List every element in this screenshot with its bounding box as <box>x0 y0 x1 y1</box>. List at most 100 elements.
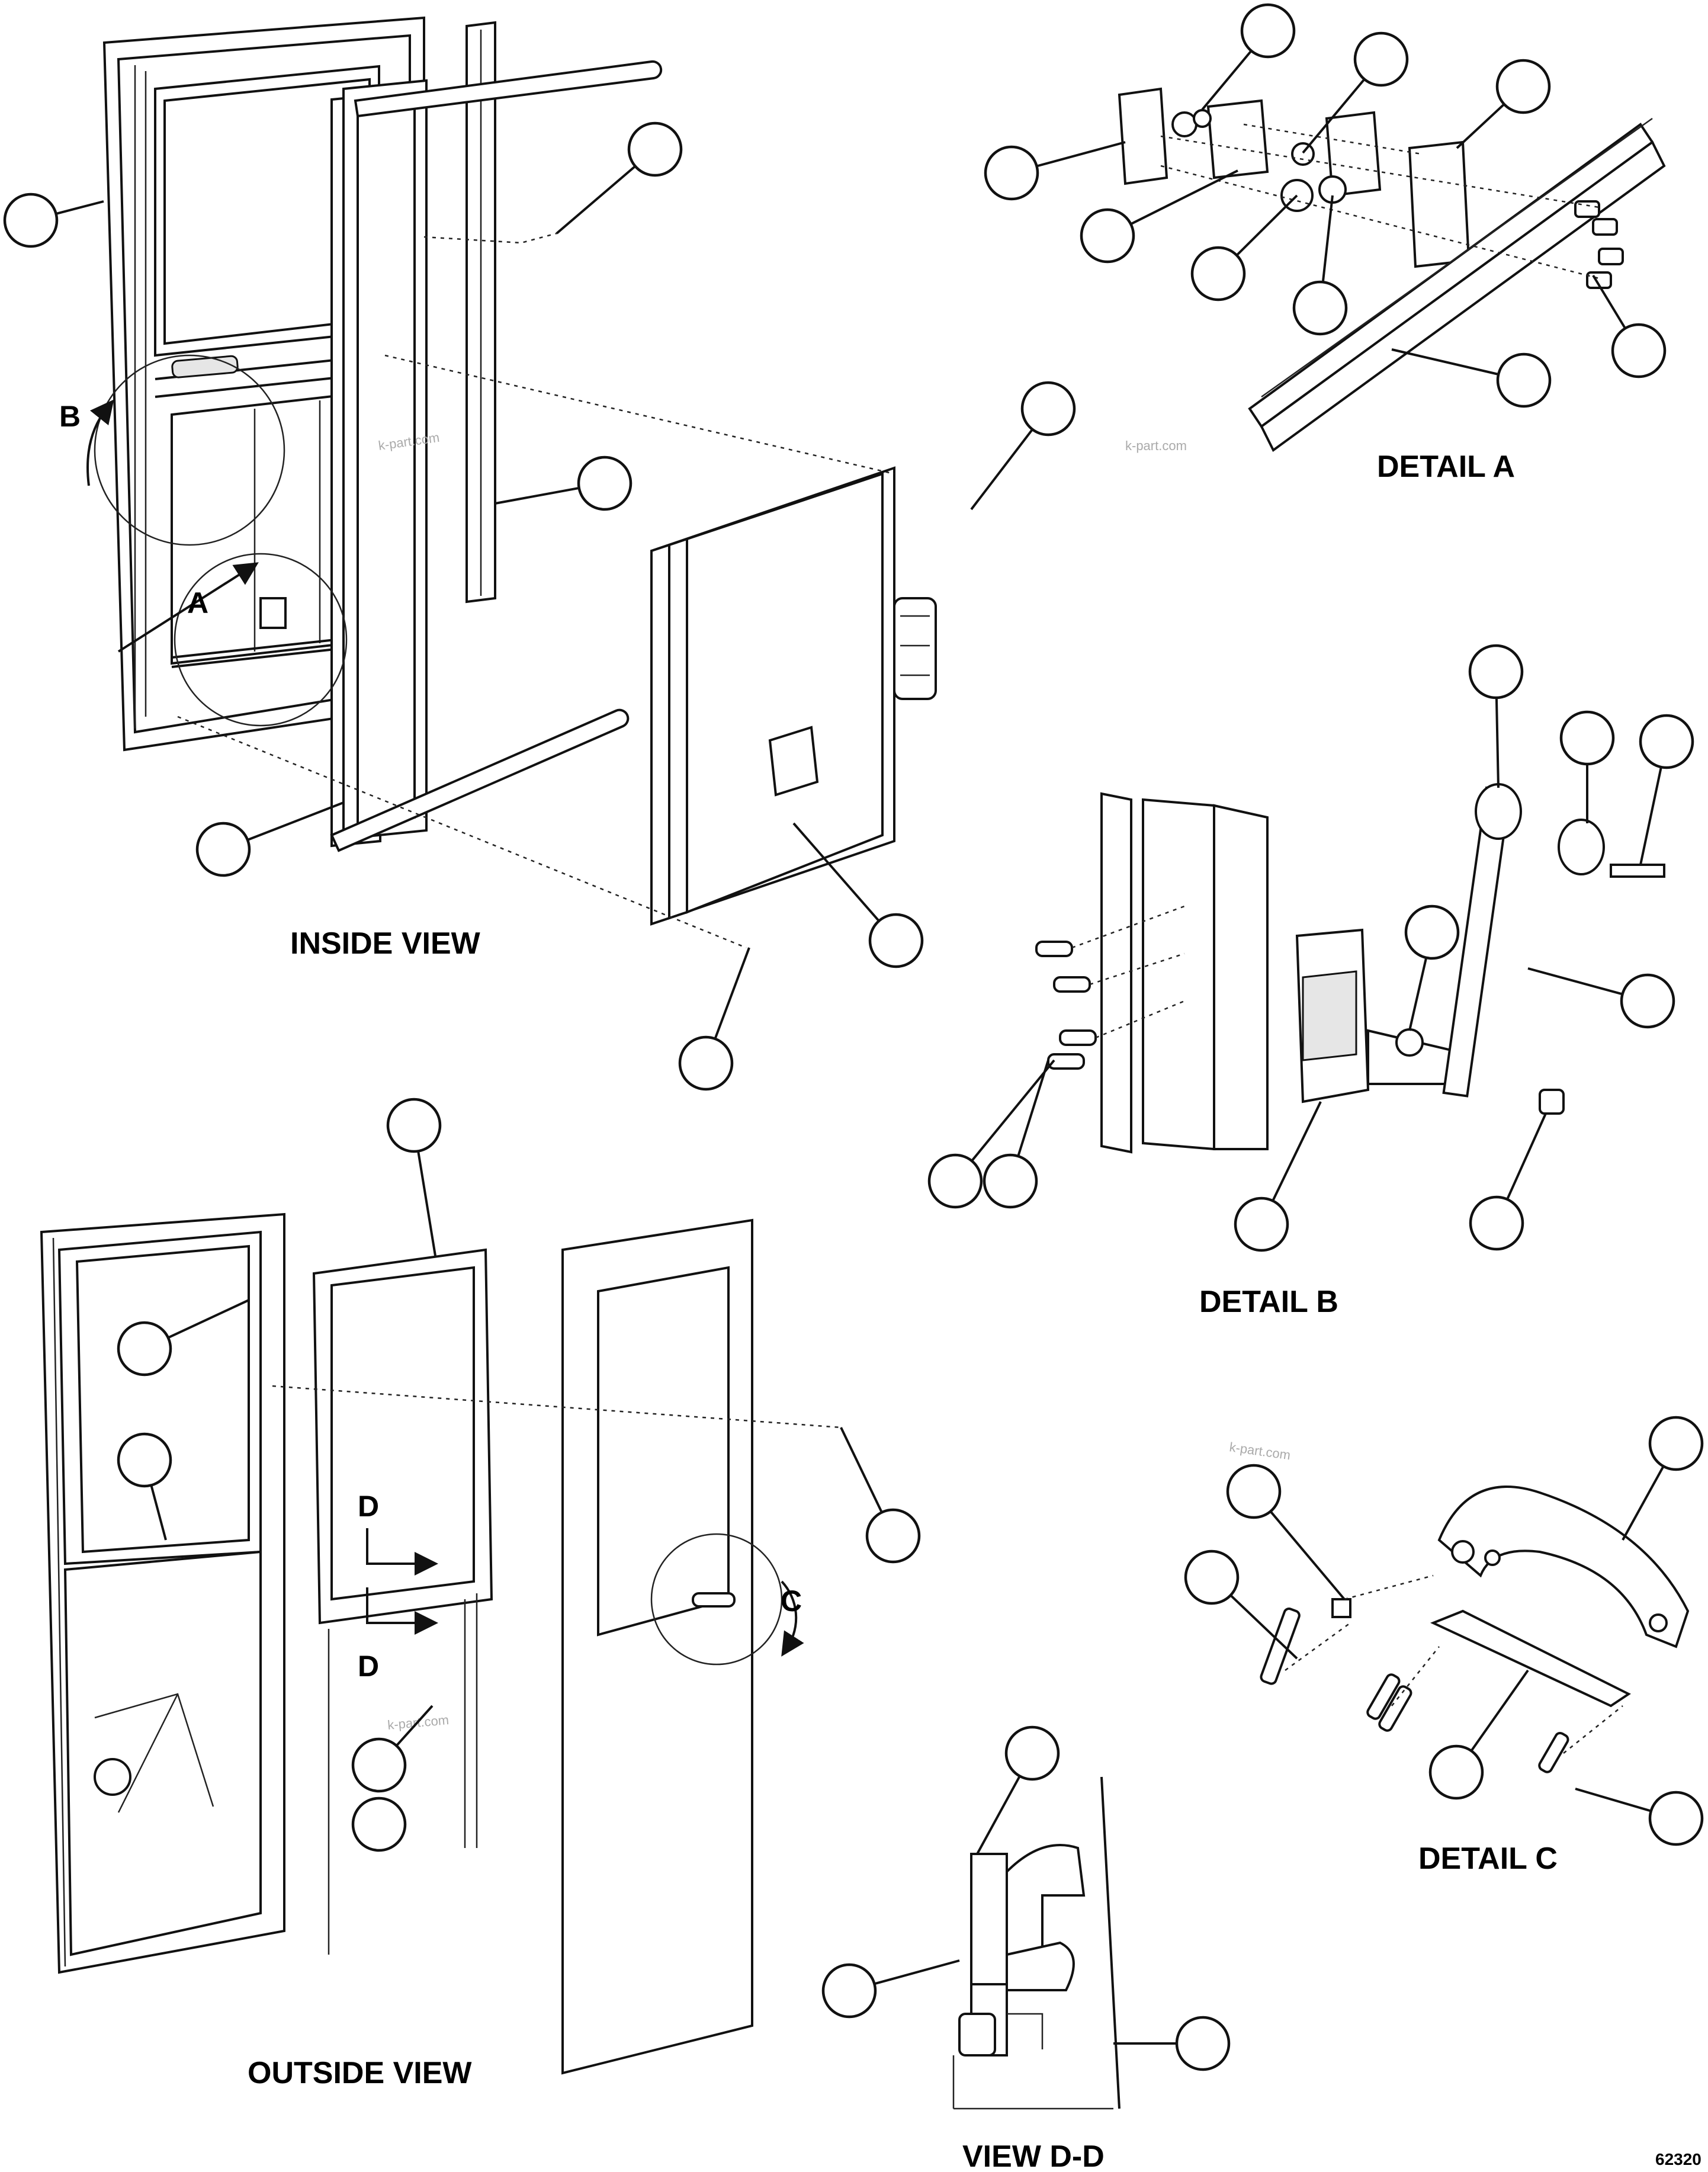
callout-leader-line <box>1592 274 1626 329</box>
callout-bubble <box>1226 1464 1282 1519</box>
detail-b-locator <box>94 354 285 546</box>
callout-bubble <box>1468 644 1524 700</box>
callout-leader-line <box>1229 1594 1298 1660</box>
handle-base-plate <box>1430 1609 1631 1708</box>
callout-leader-line <box>1527 967 1623 996</box>
detail-ref-c: C <box>781 1584 802 1618</box>
callout-bubble <box>117 1321 172 1377</box>
callout-leader-line <box>1456 103 1505 149</box>
callout-leader-line <box>1235 194 1298 256</box>
detail-c-drawing <box>1260 1486 1690 1773</box>
callout-leader-line <box>1201 50 1253 111</box>
detail-ref-d-bottom: D <box>358 1650 379 1683</box>
callout-bubble <box>1190 246 1246 301</box>
callout-leader-line <box>874 1959 960 1985</box>
callout-leader-line <box>1495 697 1500 788</box>
callout-bubble <box>1469 1195 1524 1251</box>
callout-leader-line <box>56 200 104 215</box>
callout-leader-line <box>1622 1465 1665 1541</box>
detail-a-label: DETAIL A <box>1377 450 1515 484</box>
callout-bubble <box>1292 280 1348 336</box>
callout-bubble <box>1648 1791 1704 1846</box>
callout-bubble <box>984 145 1039 201</box>
callout-leader-line <box>1391 348 1499 376</box>
callout-bubble <box>1184 1549 1240 1605</box>
outer-skin-section <box>1100 1776 1121 2109</box>
detail-c-locator <box>650 1533 783 1666</box>
detail-b-drawing <box>1035 783 1665 1154</box>
top-rod <box>354 60 663 118</box>
view-dd-drawing <box>952 1776 1121 2110</box>
callout-leader-line <box>840 1427 883 1513</box>
callout-bubble <box>351 1796 407 1852</box>
callout-leader-line <box>1272 1101 1322 1202</box>
callout-leader-line <box>1302 78 1366 154</box>
callout-bubble <box>865 1508 921 1564</box>
detail-ref-d-top: D <box>358 1490 379 1523</box>
callout-bubble <box>1404 904 1460 960</box>
callout-leader-line <box>1269 1510 1346 1600</box>
callout-bubble <box>1611 323 1667 378</box>
callout-leader-line <box>1130 169 1238 226</box>
callout-leader-line <box>970 428 1033 511</box>
callout-leader-line <box>395 1705 434 1747</box>
callout-bubble <box>117 1432 172 1488</box>
detail-c-label: DETAIL C <box>1418 1841 1558 1876</box>
callout-leader-line <box>417 1151 436 1256</box>
detail-b-label: DETAIL B <box>1199 1285 1338 1319</box>
callout-bubble <box>1234 1196 1289 1252</box>
callout-leader-line <box>1408 957 1428 1031</box>
outside-view-drawing <box>40 1212 842 2075</box>
callout-bubble <box>1639 714 1694 769</box>
door-handle <box>1437 1486 1690 1648</box>
callout-bubble <box>627 121 683 177</box>
callout-leader-line <box>495 486 580 505</box>
callout-leader-line <box>1017 1060 1049 1157</box>
watermark: k-part.com <box>1228 1439 1291 1462</box>
callout-bubble <box>868 913 924 968</box>
detail-ref-a: A <box>187 586 208 620</box>
callout-bubble <box>1020 381 1076 437</box>
callout-leader-line <box>1321 195 1334 283</box>
callout-leader-line <box>714 947 750 1040</box>
callout-leader-line <box>1639 766 1662 865</box>
callout-leader-line <box>792 822 880 922</box>
callout-bubble <box>1080 208 1135 264</box>
watermark: k-part.com <box>1125 438 1187 453</box>
callout-bubble <box>1496 352 1552 408</box>
callout-bubble <box>386 1098 442 1153</box>
outside-view-label: OUTSIDE VIEW <box>248 2056 472 2090</box>
inside-view-drawing <box>86 16 937 949</box>
callout-leader-line <box>1470 1669 1529 1752</box>
callout-bubble <box>927 1153 983 1209</box>
callout-leader-line <box>247 801 344 841</box>
callout-leader-line <box>976 1775 1021 1855</box>
callout-bubble <box>1240 3 1296 59</box>
callout-bubble <box>577 455 633 511</box>
callout-bubble <box>1648 1416 1704 1471</box>
callout-bubble <box>678 1035 734 1091</box>
detail-ref-b: B <box>59 400 81 433</box>
callout-bubble <box>3 193 59 248</box>
bottom-rod <box>330 708 630 852</box>
callout-bubble <box>1495 59 1551 114</box>
callout-leader-line <box>1036 141 1126 168</box>
detail-a-drawing <box>1118 87 1666 453</box>
figure-number: 62320 <box>1655 2150 1701 2168</box>
callout-bubble <box>1559 710 1615 766</box>
callout-bubble <box>821 1963 877 2019</box>
callout-leader-line <box>971 1059 1055 1162</box>
callout-bubble <box>1004 1725 1060 1781</box>
callout-layer <box>3 3 1704 2071</box>
callout-leader-line <box>1575 1788 1652 1812</box>
callout-leader-line <box>1506 1113 1547 1200</box>
callout-leader-line <box>150 1484 167 1541</box>
callout-bubble <box>1175 2016 1231 2071</box>
callout-bubble <box>351 1737 407 1793</box>
callout-leader-line <box>168 1299 249 1339</box>
callout-bubble <box>195 822 251 877</box>
view-dd-label: VIEW D-D <box>962 2139 1105 2172</box>
callout-bubble <box>983 1153 1038 1209</box>
detail-a-locator <box>174 553 348 727</box>
